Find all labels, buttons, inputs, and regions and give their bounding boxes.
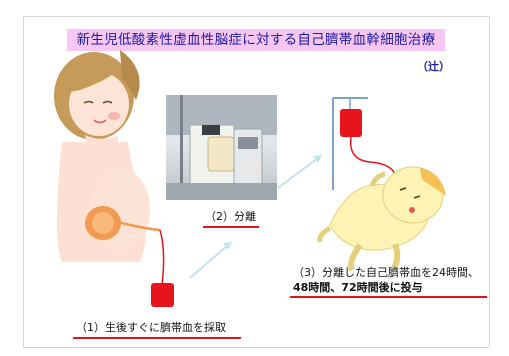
step3-label-line1: （3）分離した自己臍帯血を24時間、	[293, 266, 479, 279]
step2-underline	[203, 226, 259, 228]
step1-label: （1）生後すぐに臍帯血を採取	[76, 321, 226, 334]
flow-arrow-1	[189, 242, 232, 279]
baby-illustration	[317, 166, 446, 272]
separation-device-photo	[166, 95, 277, 200]
placenta-illustration	[85, 206, 165, 286]
iv-stand-icon	[332, 97, 368, 190]
step3-underline	[290, 296, 487, 298]
author-label: （辻）	[417, 60, 450, 73]
flow-arrow-2	[277, 155, 322, 189]
step2-label: （2）分離	[205, 210, 256, 223]
step3-label-line2: 48時間、72時間後に投与	[293, 281, 423, 294]
slide-title: 新生児低酸素性虚血性脳症に対する自己臍帯血幹細胞治療	[67, 29, 445, 51]
mother-illustration	[54, 50, 150, 262]
blood-bag-2	[340, 109, 362, 137]
step1-underline	[73, 337, 241, 339]
blood-bag-1	[151, 283, 174, 307]
